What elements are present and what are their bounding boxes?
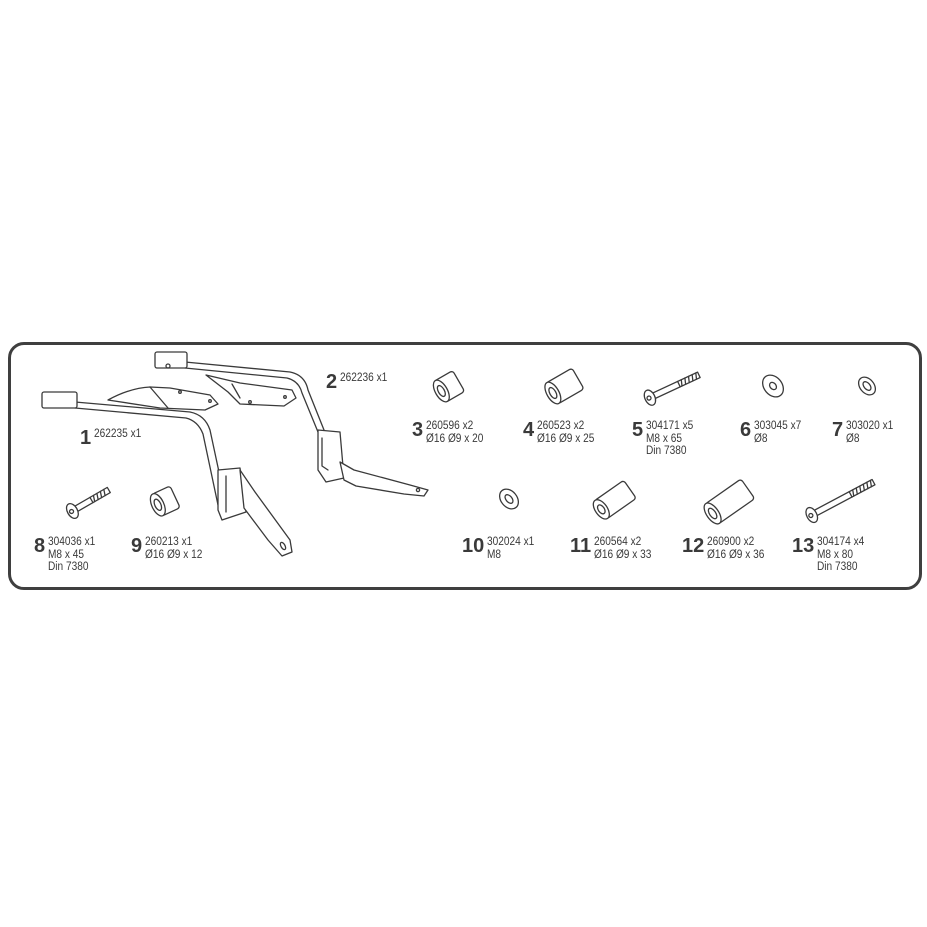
part-number: 12	[682, 535, 705, 557]
part-code: 260564 x2	[594, 536, 642, 548]
part-spec: M8	[487, 548, 502, 561]
part-spec: Ø8	[754, 432, 768, 445]
part-number: 13	[792, 535, 815, 557]
part-label-1: 1 262235 x1	[80, 428, 148, 448]
bolt-13-icon	[805, 478, 876, 524]
part-code: 260523 x2	[537, 420, 585, 432]
part-code: 260213 x1	[145, 536, 193, 548]
part-spec: M8 x 65	[646, 432, 683, 445]
spacer-12-icon	[703, 479, 755, 525]
spacer-3-icon	[432, 371, 465, 403]
part-spec: Ø16 Ø9 x 25	[537, 432, 595, 445]
part-code: 304174 x4	[817, 536, 865, 548]
part-spec: Ø16 Ø9 x 36	[707, 548, 765, 561]
part-spec: Ø16 Ø9 x 33	[594, 548, 652, 561]
part-code: 262236 x1	[340, 372, 388, 384]
bracket-1-icon	[41, 386, 293, 557]
washer-7-icon	[857, 376, 877, 396]
part-code: 260596 x2	[426, 420, 474, 432]
spacer-4-icon	[544, 368, 584, 405]
part-number: 5	[632, 419, 644, 441]
part-spec: Ø16 Ø9 x 12	[145, 548, 203, 561]
part-spec: Ø16 Ø9 x 20	[426, 432, 484, 445]
part-number: 7	[832, 419, 844, 441]
part-spec: Din 7380	[817, 561, 858, 573]
part-number: 3	[412, 419, 424, 441]
spacer-9-icon	[149, 486, 180, 517]
part-code: 303020 x1	[846, 420, 894, 432]
bracket-2-icon	[154, 351, 429, 497]
part-number: 4	[523, 419, 535, 441]
part-code: 304036 x1	[48, 536, 96, 548]
part-number: 1	[80, 427, 92, 449]
part-code: 260900 x2	[707, 536, 755, 548]
spacer-11-icon	[592, 480, 636, 520]
part-code: 302024 x1	[487, 536, 535, 548]
part-number: 9	[131, 535, 143, 557]
part-code: 262235 x1	[94, 428, 142, 440]
bolt-5-icon	[643, 371, 701, 406]
part-code: 304171 x5	[646, 420, 694, 432]
part-spec: M8 x 80	[817, 548, 854, 561]
part-number: 11	[570, 535, 592, 557]
part-number: 2	[326, 371, 338, 393]
part-number: 10	[462, 535, 485, 557]
part-number: 8	[34, 535, 46, 557]
part-spec: Din 7380	[48, 561, 89, 573]
part-spec: Ø8	[846, 432, 860, 445]
nut-10-icon	[498, 488, 520, 510]
part-spec: Din 7380	[646, 445, 687, 457]
part-spec: M8 x 45	[48, 548, 85, 561]
part-code: 303045 x7	[754, 420, 802, 432]
bolt-8-icon	[65, 486, 111, 520]
part-label-2: 2 262236 x1	[326, 372, 394, 392]
washer-6-icon	[762, 374, 784, 398]
part-number: 6	[740, 419, 752, 441]
